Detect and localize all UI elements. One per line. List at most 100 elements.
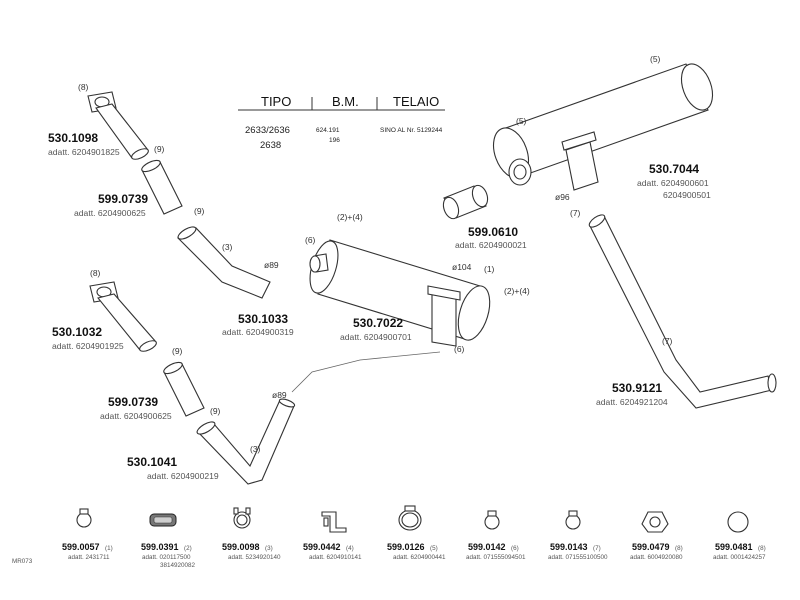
accessory-adatt: adatt. 2431711 [68,554,110,561]
header-table: TIPO B.M. TELAIO 2633/2636 2638 624.191 … [238,94,445,151]
accessory-number: 599.0143 [550,542,588,552]
accessory-3: 599.0098 (3) adatt. 5234920140 [222,507,281,561]
adatt-530-1033: adatt. 6204900319 [222,327,294,337]
u-bolt-clamp-icon [233,507,251,529]
accessory-adatt: adatt. 6204900441 [393,554,446,561]
tipo-1: 2633/2636 [245,125,290,136]
ref-9-pipe-upper: (9) [194,206,205,216]
col-tipo: TIPO [261,94,291,109]
adatt-530-1032: adatt. 6204901925 [52,341,124,351]
bent-pipe-530-1033 [177,226,271,299]
part-530-1098: 530.1098 [48,131,98,145]
accessory-number: 599.0442 [303,542,341,552]
ref-7-mid: (7) [662,336,673,346]
part-530-7022: 530.7022 [353,316,403,330]
adatt-530-7022: adatt. 6204900701 [340,332,412,342]
part-530-1041: 530.1041 [127,455,177,469]
ref-2-4-right: (2)+(4) [504,286,530,296]
accessory-adatt: adatt. 5234920140 [228,554,281,561]
col-bm: B.M. [332,94,359,109]
adatt-599-0739-lower: adatt. 6204900625 [100,411,172,421]
ref-8-lower: (8) [90,268,101,278]
accessory-ref: (8) [675,545,683,552]
ref-7-top: (7) [570,208,581,218]
accessory-adatt: adatt. 020117500 [142,554,191,561]
ref-1: (1) [484,264,495,274]
accessory-number: 599.0057 [62,542,100,552]
bm-2: 196 [329,137,340,144]
accessory-7: 599.0143 (7) adatt. 071555100500 [548,510,608,561]
part-530-1033: 530.1033 [238,312,288,326]
accessory-4: 599.0442 (4) adatt. 6204910141 [303,511,362,561]
accessory-ref: (6) [511,545,519,552]
accessory-number: 599.0126 [387,542,425,552]
sleeve-599-0739-lower [163,361,205,417]
ref-5-top: (5) [650,54,661,64]
diagram-code: MR073 [12,558,33,565]
leader-line [291,351,441,393]
ref-9-lower: (9) [172,346,183,356]
accessory-ref: (3) [265,545,273,552]
accessory-9: 599.0481 (8) adatt. 0001424257 [713,511,766,561]
accessory-adatt-2: 3814920082 [160,562,196,569]
ref-9-pipe-lower: (9) [210,406,221,416]
adatt-530-9121: adatt. 6204921204 [596,397,668,407]
bracket-icon [321,511,347,533]
accessory-ref: (8) [758,545,766,552]
ref-6-bottom: (6) [454,344,465,354]
accessory-number: 599.0142 [468,542,506,552]
accessory-adatt: adatt. 6204910141 [309,554,362,561]
clamp-icon [484,510,500,530]
ref-3-upper: (3) [222,242,233,252]
ref-8-upper: (8) [78,82,89,92]
part-530-9121: 530.9121 [612,381,662,395]
silencer-530-7022 [309,239,491,347]
tipo-2: 2638 [260,140,281,151]
flange-pipe-530-1032 [89,281,157,352]
accessory-number: 599.0481 [715,542,753,552]
band-clamp-icon [398,505,422,531]
tailpipe-530-9121 [588,214,777,409]
accessory-5: 599.0126 (5) adatt. 6204900441 [387,505,446,561]
gasket-icon [641,511,669,533]
adatt-530-1041: adatt. 6204900219 [147,471,219,481]
silencer-530-7044 [492,63,714,191]
accessory-adatt: adatt. 0001424257 [713,554,766,561]
ref-3-lower: (3) [250,444,261,454]
accessory-number: 599.0098 [222,542,260,552]
accessory-ref: (7) [593,545,601,552]
dia-96: ø96 [555,192,570,202]
ref-9-upper: (9) [154,144,165,154]
accessory-number: 599.0479 [632,542,670,552]
dia-89-upper: ø89 [264,260,279,270]
part-530-7044: 530.7044 [649,162,699,176]
accessory-number: 599.0391 [141,542,179,552]
flange-pipe-530-1098 [87,91,149,160]
adatt-530-7044-2: 6204900501 [663,190,711,200]
ref-5-left: (5) [516,116,527,126]
sleeve-599-0610 [442,184,489,220]
part-599-0739-lower: 599.0739 [108,395,158,409]
dia-104: ø104 [452,262,472,272]
accessory-2: 599.0391 (2) adatt. 020117500 3814920082 [141,513,196,569]
ring-gasket-icon [727,511,749,533]
bm-1: 624.191 [316,127,340,134]
accessory-ref: (5) [430,545,438,552]
part-530-1032: 530.1032 [52,325,102,339]
accessory-1: 599.0057 (1) adatt. 2431711 [62,508,113,561]
ref-2-4-top: (2)+(4) [337,212,363,222]
dia-89-lower: ø89 [272,390,287,400]
rubber-mount-icon [149,513,177,527]
adatt-599-0739-upper: adatt. 6204900625 [74,208,146,218]
clamp-icon [565,510,581,530]
col-telaio: TELAIO [393,94,439,109]
accessory-adatt: adatt. 071555100500 [548,554,608,561]
bent-pipe-530-1041 [196,398,296,485]
accessory-ref: (1) [105,545,113,552]
part-599-0739-upper: 599.0739 [98,192,148,206]
adatt-530-1098: adatt. 6204901825 [48,147,120,157]
adatt-530-7044-1: adatt. 6204900601 [637,178,709,188]
adatt-599-0610: adatt. 6204900021 [455,240,527,250]
clamp-icon [76,508,92,528]
